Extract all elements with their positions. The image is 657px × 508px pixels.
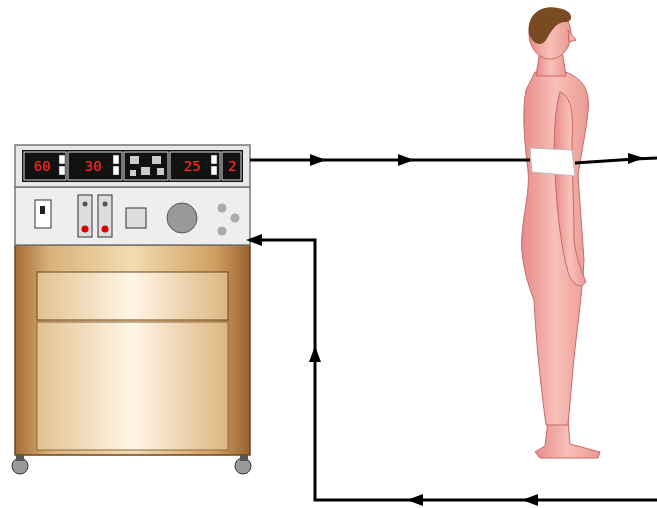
display-readout: 25 (184, 158, 201, 174)
display-readout: 60 (34, 158, 51, 174)
therapy-unit (12, 145, 251, 474)
belt-electrode (530, 148, 575, 176)
display-readout: 30 (85, 158, 102, 174)
current-arrows (246, 153, 644, 506)
patient-figure (522, 9, 600, 458)
hair (529, 7, 571, 44)
display-readout: 2 (228, 158, 236, 174)
lead-wires (250, 158, 657, 500)
